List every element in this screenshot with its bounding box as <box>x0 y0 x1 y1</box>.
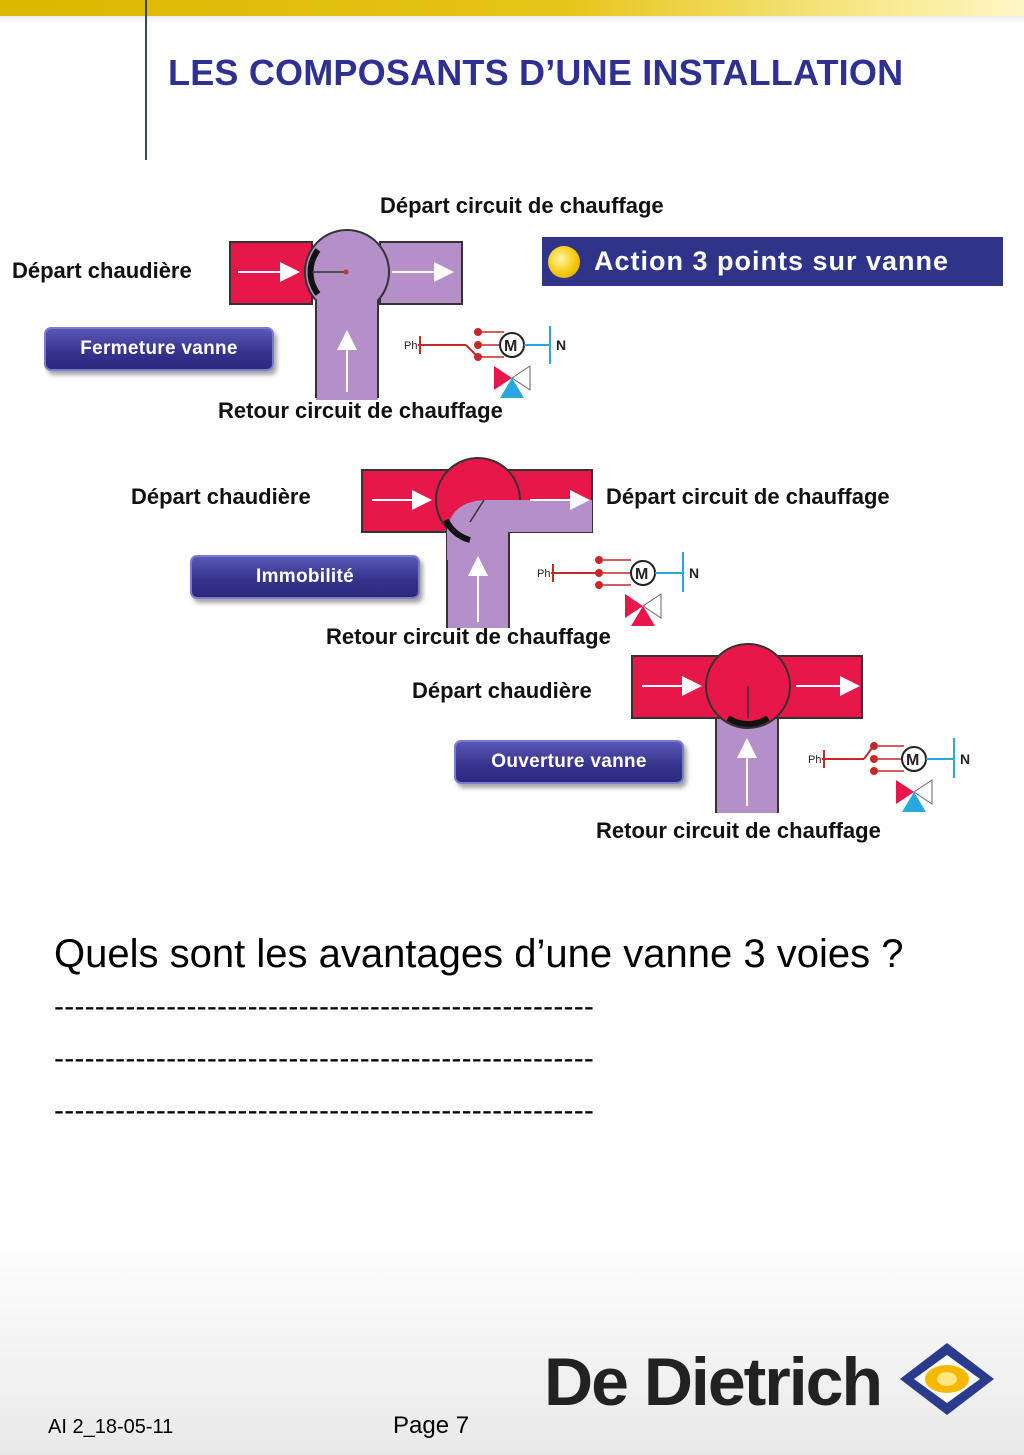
action-banner-text: Action 3 points sur vanne <box>594 246 950 276</box>
ouverture-vanne-button[interactable]: Ouverture vanne <box>454 740 684 784</box>
svg-text:M: M <box>635 566 648 583</box>
de-dietrich-logo-text: De Dietrich <box>544 1344 883 1420</box>
page-title: LES COMPOSANTS D’UNE INSTALLATION <box>168 52 904 93</box>
diagram2-right-label: Départ circuit de chauffage <box>606 484 890 509</box>
diagram1-top-label: Départ circuit de chauffage <box>380 193 664 218</box>
answer-line-3: ----------------------------------------… <box>54 1094 595 1127</box>
svg-text:Ph: Ph <box>808 754 821 766</box>
svg-text:M: M <box>906 752 919 769</box>
top-accent-bar <box>0 0 1024 24</box>
svg-text:N: N <box>556 337 566 353</box>
svg-text:N: N <box>689 565 699 581</box>
diagram1-left-label: Départ chaudière <box>12 258 192 283</box>
diagram2-left-label: Départ chaudière <box>131 484 311 509</box>
answer-line-2: ----------------------------------------… <box>54 1042 595 1075</box>
svg-text:N: N <box>960 751 970 767</box>
svg-text:M: M <box>504 338 517 355</box>
svg-text:Ph: Ph <box>537 568 550 580</box>
question-text: Quels sont les avantages d’une vanne 3 v… <box>54 932 904 976</box>
diagram1-bottom-label: Retour circuit de chauffage <box>218 398 503 423</box>
page-number: Page 7 <box>393 1412 470 1439</box>
document-reference: AI 2_18-05-11 <box>48 1416 174 1438</box>
de-dietrich-logo-icon <box>900 1343 994 1415</box>
action-3-points-banner: Action 3 points sur vanne <box>542 237 1003 286</box>
diagram2-bottom-label: Retour circuit de chauffage <box>326 624 611 649</box>
diagram3-bottom-label: Retour circuit de chauffage <box>596 818 881 843</box>
answer-line-1: ----------------------------------------… <box>54 990 595 1023</box>
wiring-phase-label: Ph <box>404 340 417 352</box>
fermeture-vanne-button[interactable]: Fermeture vanne <box>44 327 274 371</box>
immobilite-button[interactable]: Immobilité <box>190 555 420 599</box>
header-divider <box>145 0 147 160</box>
diagram3-left-label: Départ chaudière <box>412 678 592 703</box>
sun-icon <box>548 245 580 278</box>
